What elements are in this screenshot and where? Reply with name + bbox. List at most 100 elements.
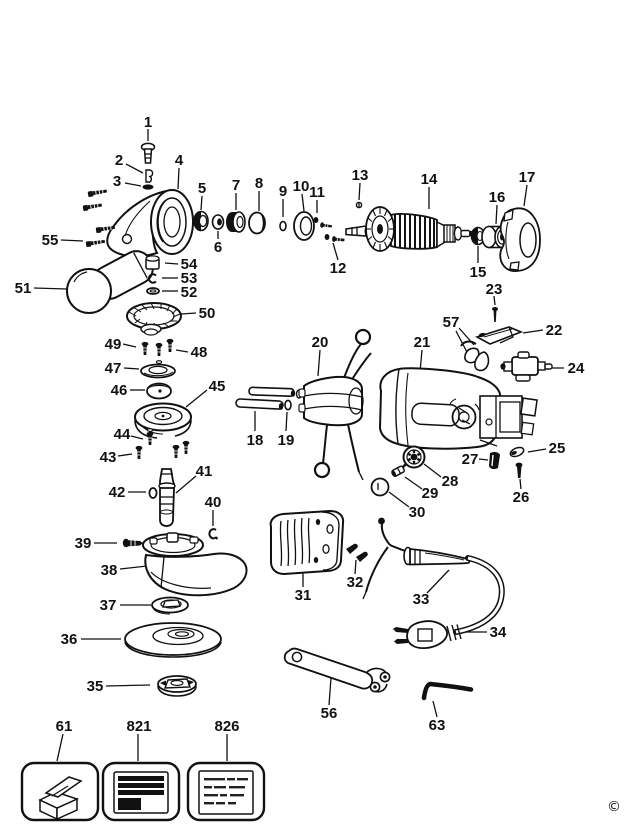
part-2-clip: 2	[115, 152, 154, 183]
part-label-8: 8	[255, 175, 263, 192]
part-label-35: 35	[87, 678, 104, 695]
part-label-14: 14	[421, 171, 438, 188]
part-label-50: 50	[199, 305, 216, 322]
part-label-1: 1	[144, 114, 152, 131]
part-21-motor-housing: 21	[378, 334, 538, 450]
part-51-side-handle: 51	[15, 250, 154, 314]
part-22-brush-holder-plate: 22	[474, 322, 563, 345]
part-15-washer: 15	[470, 226, 487, 281]
part-48-screws: 48	[155, 338, 207, 364]
part-30-disc: 30	[370, 477, 426, 521]
part-label-41: 41	[196, 463, 213, 480]
part-label-9: 9	[279, 183, 287, 200]
part-label-29: 29	[422, 485, 439, 502]
instruction-sheet-icon	[198, 770, 254, 815]
part-36-grinding-wheel: 36	[61, 622, 222, 658]
part-label-57: 57	[443, 314, 460, 331]
part-38-wheel-guard: 38	[101, 532, 248, 597]
part-20-field: 20	[298, 328, 372, 481]
part-label-25: 25	[549, 440, 566, 457]
part-19-rings: 19	[278, 389, 303, 449]
part-label-49: 49	[105, 336, 122, 353]
part-label-7: 7	[232, 177, 240, 194]
part-13-screw: 13	[352, 167, 369, 209]
part-10-retainer-ring: 10	[293, 178, 315, 241]
part-33-cord-protector: 33	[362, 517, 471, 608]
part-3-screw: 3	[113, 173, 154, 190]
part-53-clip: 53	[147, 270, 198, 287]
part-26-screw: 26	[513, 462, 530, 506]
part-label-43: 43	[100, 449, 117, 466]
part-49-screws: 49	[105, 336, 163, 357]
part-5-bearing: 5	[193, 180, 209, 232]
part-35-clamp-nut: 35	[87, 675, 197, 697]
part-1-screw: 1	[140, 114, 156, 164]
part-label-28: 28	[442, 473, 459, 490]
part-label-61: 61	[56, 718, 73, 735]
part-24-switch: 24	[500, 351, 585, 382]
part-47-washer: 47	[105, 360, 176, 379]
copyright-symbol: ©	[607, 799, 621, 815]
part-label-18: 18	[247, 432, 264, 449]
part-27-block: 27	[462, 451, 500, 470]
part-label-42: 42	[109, 484, 126, 501]
part-25-clip: 25	[509, 440, 565, 458]
part-label-23: 23	[486, 281, 503, 298]
part-55-screws: 55	[42, 188, 116, 249]
part-label-26: 26	[513, 489, 530, 506]
part-label-51: 51	[15, 280, 32, 297]
part-label-38: 38	[101, 562, 118, 579]
part-label-4: 4	[175, 152, 184, 169]
part-label-52: 52	[181, 284, 198, 301]
part-46-bearing: 46	[111, 382, 172, 400]
part-label-15: 15	[470, 264, 487, 281]
part-label-34: 34	[490, 624, 507, 641]
part-17-baffle-plate: 17	[499, 169, 541, 272]
part-label-5: 5	[198, 180, 206, 197]
part-32-screws: 32	[346, 543, 368, 591]
part-label-37: 37	[100, 597, 117, 614]
part-label-11: 11	[309, 184, 325, 201]
part-9-washer: 9	[279, 183, 287, 232]
part-label-6: 6	[214, 239, 222, 256]
item-61-packaging-box: 61	[20, 718, 100, 822]
part-54-sleeve: 54	[145, 255, 198, 273]
part-label-27: 27	[462, 451, 479, 468]
part-label-45: 45	[209, 378, 226, 395]
part-label-22: 22	[546, 322, 563, 339]
part-label-63: 63	[429, 717, 446, 734]
part-44-screws: 44	[114, 426, 154, 446]
part-label-56: 56	[321, 705, 338, 722]
part-label-20: 20	[312, 334, 329, 351]
part-6-washer: 6	[211, 214, 225, 256]
part-label-826: 826	[214, 718, 239, 735]
part-label-53: 53	[181, 270, 198, 287]
part-41-spindle: 41	[158, 463, 213, 527]
part-label-17: 17	[519, 169, 536, 186]
part-label-30: 30	[409, 504, 426, 521]
part-8-bearing: 8	[248, 175, 266, 235]
part-57-leads: 57	[443, 314, 490, 372]
part-34-power-cord: 34	[393, 555, 507, 650]
part-12-screws: 12	[324, 234, 347, 277]
part-label-39: 39	[75, 535, 92, 552]
part-label-40: 40	[205, 494, 222, 511]
part-label-44: 44	[114, 426, 131, 443]
part-label-821: 821	[126, 718, 151, 735]
part-label-10: 10	[293, 178, 310, 195]
nameplate-icon	[113, 771, 169, 814]
part-label-47: 47	[105, 360, 122, 377]
part-label-46: 46	[111, 382, 128, 399]
part-37-inner-flange: 37	[100, 596, 189, 615]
part-42-ring: 42	[109, 484, 158, 501]
part-29-pin: 29	[391, 465, 439, 502]
part-label-21: 21	[414, 334, 431, 351]
part-label-13: 13	[352, 167, 369, 184]
part-23-screw: 23	[486, 281, 503, 322]
part-63-hex-key: 63	[421, 681, 474, 734]
part-label-12: 12	[330, 260, 347, 277]
part-label-31: 31	[295, 587, 312, 604]
part-40-clip: 40	[205, 494, 222, 540]
